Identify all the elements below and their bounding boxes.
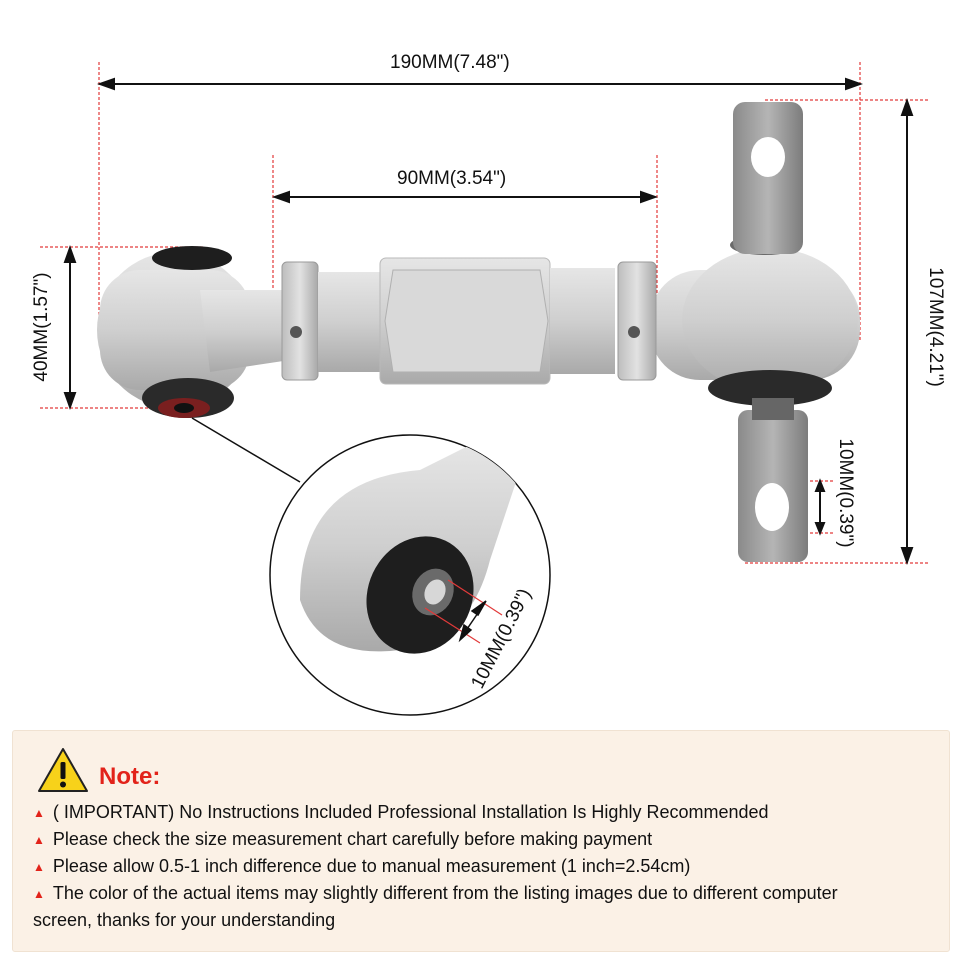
note-item: ▲The color of the actual items may sligh… [33,883,838,903]
note-item: ▲( IMPORTANT) No Instructions Included P… [33,802,769,822]
product-illustration [40,62,930,716]
note-panel: Note: ▲( IMPORTANT) No Instructions Incl… [12,730,950,952]
note-item: ▲Please check the size measurement chart… [33,829,653,849]
note-title: Note: [99,763,161,790]
red-triangle-icon: ▲ [33,806,45,820]
adjust-length-label: 90MM(3.54") [397,168,507,189]
note-item-continued: screen, thanks for your understanding [33,910,336,930]
note-item: ▲Please allow 0.5-1 inch difference due … [33,856,691,876]
upper-tab [733,102,803,254]
overall-length-label: 190MM(7.48") [390,52,510,73]
right-bushing-housing [650,235,860,406]
zoom-detail [269,434,551,716]
total-height-label: 107MM(4.21") [925,267,946,387]
adjuster-body [281,257,657,385]
red-triangle-icon: ▲ [33,833,45,847]
red-triangle-icon: ▲ [33,887,45,901]
bushing-height-label: 40MM(1.57") [31,272,52,382]
warning-icon [38,748,88,792]
left-bushing-housing [97,246,290,418]
tab-hole-label: 10MM(0.39") [835,438,856,548]
zoom-connector [191,417,301,483]
dimension-arrows [63,77,914,565]
extension-lines [40,62,930,564]
lower-tab [738,398,808,562]
red-triangle-icon: ▲ [33,860,45,874]
